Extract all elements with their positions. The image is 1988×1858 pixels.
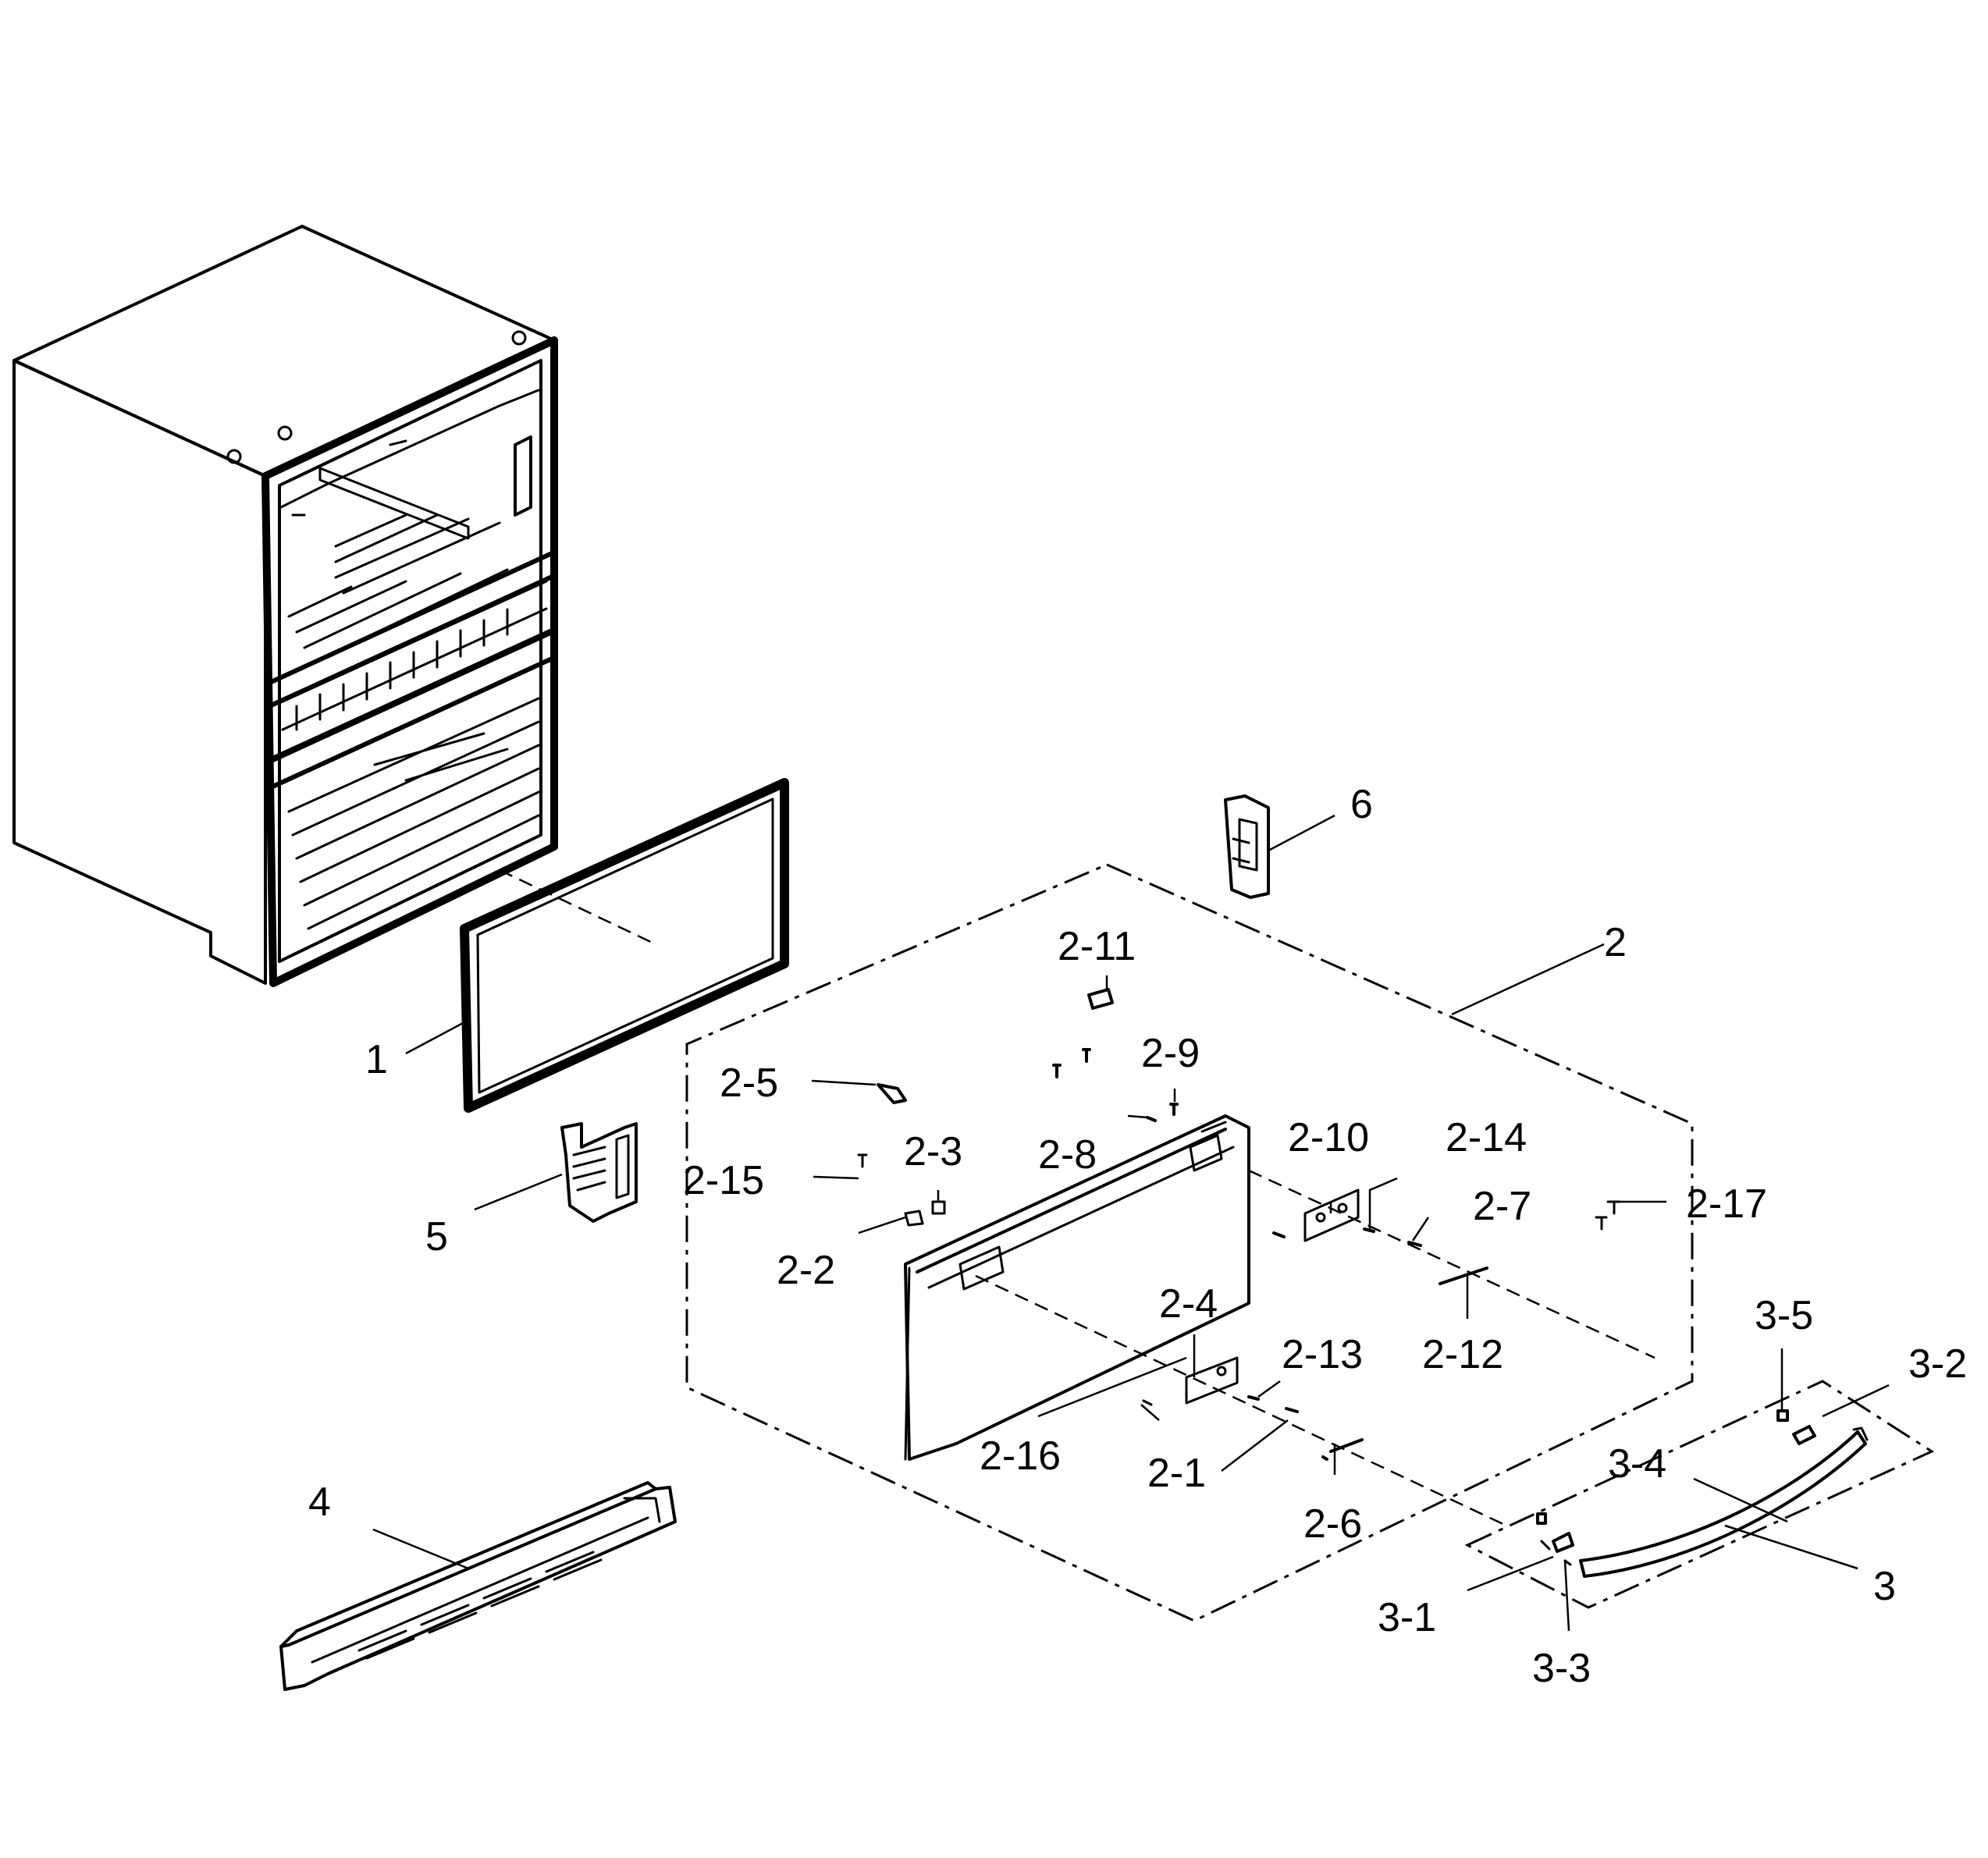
callout-3-4: 3-4 [1608, 1441, 1666, 1487]
callout-2-15: 2-15 [683, 1158, 764, 1203]
callout-2-5: 2-5 [720, 1060, 778, 1106]
assembly-boundary-2 [685, 863, 1694, 1622]
callout-2-12: 2-12 [1422, 1332, 1503, 1377]
door-gasket [460, 778, 789, 1113]
hinge-bracket-right [1224, 794, 1270, 899]
callout-3-1: 3-1 [1378, 1595, 1436, 1640]
callout-2-11: 2-11 [1058, 924, 1136, 969]
callout-1: 1 [365, 1037, 388, 1082]
callout-2-1: 2-1 [1147, 1451, 1206, 1496]
door-bin [279, 1481, 677, 1691]
callout-3-5: 3-5 [1755, 1293, 1813, 1338]
callout-2-6: 2-6 [1303, 1501, 1362, 1547]
drawer-door-panel [904, 1114, 1250, 1461]
callout-2-16: 2-16 [980, 1433, 1061, 1479]
small-hardware [857, 988, 1621, 1461]
callout-2-3: 2-3 [904, 1129, 962, 1174]
callout-2-8: 2-8 [1038, 1132, 1097, 1178]
callout-2-7: 2-7 [1473, 1184, 1531, 1229]
cabinet-body [12, 225, 656, 987]
callout-6: 6 [1350, 782, 1373, 827]
callout-2-10: 2-10 [1288, 1115, 1369, 1160]
callout-2: 2 [1604, 920, 1627, 965]
callout-2-13: 2-13 [1282, 1332, 1363, 1377]
callout-3-2: 3-2 [1908, 1341, 1967, 1387]
callout-2-14: 2-14 [1446, 1115, 1527, 1160]
callout-labels: 1 2 2-1 2-2 2-3 2-4 2-5 2-6 2-7 2-8 2-9 … [308, 782, 1967, 1691]
leader-lines [372, 814, 1890, 1632]
callout-2-17: 2-17 [1686, 1181, 1767, 1227]
callout-4: 4 [308, 1480, 331, 1525]
callout-5: 5 [425, 1214, 448, 1259]
assembly-boundary-3 [1464, 1380, 1935, 1609]
handle-rail [1536, 1409, 1869, 1578]
callout-3: 3 [1873, 1564, 1896, 1609]
callout-2-2: 2-2 [777, 1248, 835, 1293]
callout-3-3: 3-3 [1532, 1646, 1591, 1691]
hinge-bracket-left [560, 1122, 638, 1223]
callout-2-9: 2-9 [1141, 1031, 1200, 1076]
callout-2-4: 2-4 [1159, 1281, 1218, 1327]
